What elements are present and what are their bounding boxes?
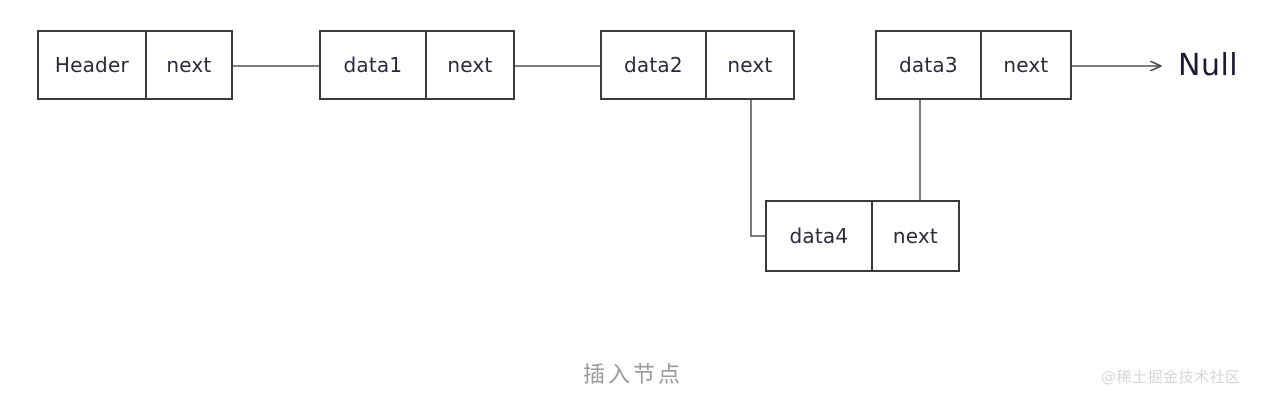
node-header[interactable]: Header next (37, 30, 233, 100)
node-data3-pointer-cell: next (982, 32, 1070, 98)
node-data2[interactable]: data2 next (600, 30, 795, 100)
node-data2-data-cell: data2 (602, 32, 707, 98)
node-header-pointer-cell: next (147, 32, 231, 98)
watermark-label: @稀土掘金技术社区 (1101, 368, 1241, 386)
node-data4-data-label: data4 (789, 224, 849, 248)
node-data4-pointer-label: next (892, 224, 938, 248)
diagram-caption: 插入节点 (583, 363, 684, 388)
node-data2-pointer-label: next (727, 53, 773, 77)
node-data1[interactable]: data1 next (319, 30, 515, 100)
node-data2-pointer-cell: next (707, 32, 793, 98)
node-data1-pointer-cell: next (427, 32, 513, 98)
null-terminator-label: Null (1178, 48, 1239, 83)
node-header-data-label: Header (54, 53, 129, 77)
node-data3-data-label: data3 (899, 53, 958, 77)
node-data2-data-label: data2 (624, 53, 683, 77)
node-data1-pointer-label: next (447, 53, 493, 77)
node-data3-pointer-label: next (1003, 53, 1049, 77)
node-header-data-cell: Header (39, 32, 147, 98)
node-data3-data-cell: data3 (877, 32, 982, 98)
node-data1-data-cell: data1 (321, 32, 427, 98)
node-data3[interactable]: data3 next (875, 30, 1072, 100)
node-data1-data-label: data1 (343, 53, 403, 77)
node-data4-pointer-cell: next (873, 202, 958, 270)
node-data4-data-cell: data4 (767, 202, 873, 270)
node-header-pointer-label: next (166, 53, 212, 77)
node-data4[interactable]: data4 next (765, 200, 960, 272)
